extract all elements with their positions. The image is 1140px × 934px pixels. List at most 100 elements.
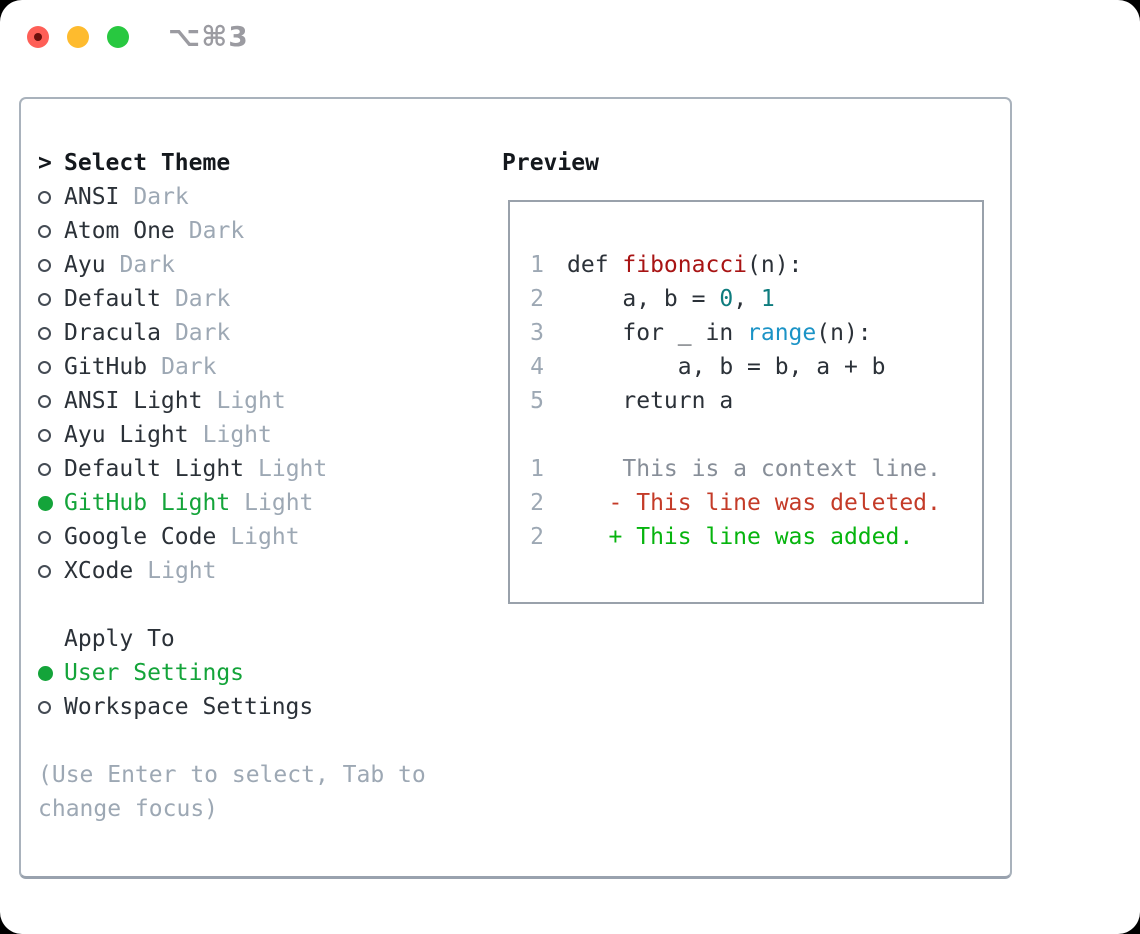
line-number bbox=[530, 418, 544, 452]
radio-unselected-icon bbox=[38, 258, 51, 272]
theme-option[interactable]: ANSI Dark bbox=[38, 180, 472, 214]
window-titlebar: ⌥⌘3 bbox=[0, 0, 1140, 75]
option-label: GitHub bbox=[64, 354, 148, 380]
radio-unselected-icon bbox=[38, 292, 51, 306]
radio-unselected-icon bbox=[38, 700, 51, 714]
help-text: (Use Enter to select, Tab to change focu… bbox=[38, 762, 426, 822]
radio-unselected-icon bbox=[38, 530, 51, 544]
theme-variant-label: Dark bbox=[133, 184, 189, 210]
code-line: 3 for _ in range(n): bbox=[530, 316, 982, 350]
radio-unselected-icon bbox=[38, 394, 51, 408]
radio-unselected-icon bbox=[38, 326, 51, 340]
option-label: Dracula bbox=[64, 320, 161, 346]
theme-option[interactable]: Google Code Light bbox=[38, 520, 472, 554]
code-line: 5 return a bbox=[530, 384, 982, 418]
line-number: 5 bbox=[530, 388, 544, 414]
theme-option[interactable]: Atom One Dark bbox=[38, 214, 472, 248]
theme-variant-label: Light bbox=[147, 558, 217, 584]
theme-option[interactable]: Dracula Dark bbox=[38, 316, 472, 350]
code-line: 1 This is a context line. bbox=[530, 452, 982, 486]
theme-option[interactable]: GitHub Light Light bbox=[38, 486, 472, 520]
traffic-lights bbox=[27, 26, 129, 48]
code-line: 1 def fibonacci(n): bbox=[530, 248, 982, 282]
option-label: ANSI bbox=[64, 184, 120, 210]
select-theme-title: Select Theme bbox=[64, 150, 231, 176]
line-number: 2 bbox=[530, 490, 544, 516]
theme-variant-label: Dark bbox=[174, 320, 231, 346]
radio-unselected-icon bbox=[38, 360, 51, 374]
code-text: for _ in range(n): bbox=[567, 320, 872, 346]
close-button[interactable] bbox=[27, 26, 49, 48]
option-label: Workspace Settings bbox=[64, 694, 314, 720]
code-blank-line bbox=[530, 418, 982, 452]
apply-to-title: Apply To bbox=[64, 626, 175, 652]
option-label: Ayu Light bbox=[64, 422, 189, 448]
theme-variant-label: Light bbox=[230, 524, 300, 550]
radio-unselected-icon bbox=[38, 190, 51, 204]
code-text: a, b = 0, 1 bbox=[567, 286, 775, 312]
select-theme-header: > Select Theme bbox=[38, 146, 472, 180]
radio-unselected-icon bbox=[38, 564, 51, 578]
theme-option[interactable]: Default Light Light bbox=[38, 452, 472, 486]
option-label: ANSI Light bbox=[64, 388, 203, 414]
minimize-button[interactable] bbox=[67, 26, 89, 48]
code-line: 2 a, b = 0, 1 bbox=[530, 282, 982, 316]
code-text: - This line was deleted. bbox=[567, 490, 941, 516]
cursor-chevron-icon: > bbox=[38, 150, 52, 176]
theme-option[interactable]: Ayu Dark bbox=[38, 248, 472, 282]
option-label: GitHub Light bbox=[64, 490, 231, 516]
code-text: This is a context line. bbox=[567, 456, 941, 482]
preview-title: Preview bbox=[502, 150, 599, 176]
code-line: 4 a, b = b, a + b bbox=[530, 350, 982, 384]
theme-option[interactable]: GitHub Dark bbox=[38, 350, 472, 384]
zoom-button[interactable] bbox=[107, 26, 129, 48]
radio-unselected-icon bbox=[38, 224, 51, 238]
line-number: 2 bbox=[530, 286, 544, 312]
code-line: 2 + This line was added. bbox=[530, 520, 982, 554]
radio-selected-icon bbox=[38, 665, 53, 681]
theme-variant-label: Dark bbox=[161, 354, 217, 380]
theme-option[interactable]: Ayu Light Light bbox=[38, 418, 472, 452]
code-line: 2 - This line was deleted. bbox=[530, 486, 982, 520]
code-text: + This line was added. bbox=[567, 524, 914, 550]
code-text: def fibonacci(n): bbox=[567, 252, 803, 278]
theme-variant-label: Light bbox=[202, 422, 272, 448]
theme-variant-label: Dark bbox=[174, 286, 231, 312]
radio-selected-icon bbox=[38, 495, 53, 511]
theme-variant-label: Light bbox=[216, 388, 286, 414]
line-number: 1 bbox=[530, 456, 544, 482]
apply-to-option[interactable]: User Settings bbox=[38, 656, 472, 690]
radio-unselected-icon bbox=[38, 462, 51, 476]
code-text: return a bbox=[567, 388, 734, 414]
spacer bbox=[38, 588, 472, 622]
line-number: 2 bbox=[530, 524, 544, 550]
apply-to-option[interactable]: Workspace Settings bbox=[38, 690, 472, 724]
theme-variant-label: Dark bbox=[188, 218, 245, 244]
option-label: Default bbox=[64, 286, 161, 312]
code-text: a, b = b, a + b bbox=[567, 354, 886, 380]
line-number: 3 bbox=[530, 320, 544, 346]
theme-option[interactable]: ANSI Light Light bbox=[38, 384, 472, 418]
spacer bbox=[38, 724, 472, 758]
theme-variant-label: Light bbox=[244, 490, 314, 516]
theme-option[interactable]: Default Dark bbox=[38, 282, 472, 316]
line-number: 1 bbox=[530, 252, 544, 278]
radio-unselected-icon bbox=[38, 428, 51, 442]
theme-variant-label: Dark bbox=[119, 252, 175, 278]
window-title: ⌥⌘3 bbox=[168, 20, 249, 53]
apply-to-header: Apply To bbox=[38, 622, 472, 656]
option-label: Google Code bbox=[64, 524, 217, 550]
option-label: User Settings bbox=[64, 660, 245, 686]
option-label: Ayu bbox=[64, 252, 106, 278]
theme-variant-label: Light bbox=[258, 456, 328, 482]
line-number: 4 bbox=[530, 354, 544, 380]
option-label: Atom One bbox=[64, 218, 175, 244]
option-label: Default Light bbox=[64, 456, 245, 482]
